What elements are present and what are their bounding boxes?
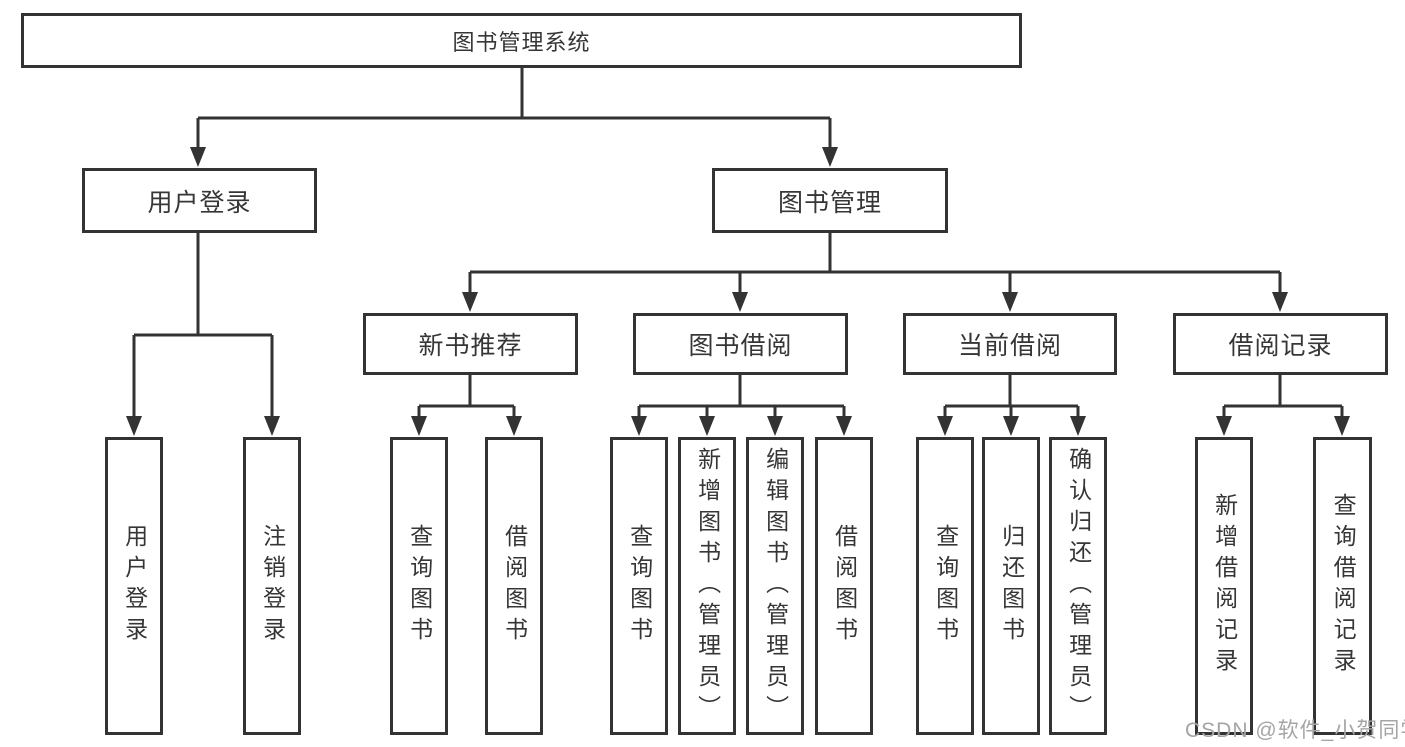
node-borrowing-records: 借阅记录	[1173, 313, 1388, 375]
connector-root-to-level2	[190, 68, 838, 167]
leaf-query-books: 查询图书	[610, 437, 668, 735]
node-label: 查询图书	[932, 524, 959, 648]
node-library-management-system: 图书管理系统	[21, 13, 1022, 68]
node-label: 用户登录	[147, 188, 252, 217]
node-label: 查询图书	[406, 524, 433, 648]
node-current-borrowing: 当前借阅	[903, 313, 1117, 375]
node-book-management: 图书管理	[712, 168, 948, 233]
leaf-add-borrow-record: 新增借阅记录	[1195, 437, 1253, 735]
node-label: 用户登录	[121, 524, 148, 648]
node-label: 图书管理	[777, 188, 882, 217]
node-label: 归还图书	[998, 524, 1025, 648]
connector-book-management-to-level3	[462, 233, 1288, 312]
leaf-return-books: 归还图书	[982, 437, 1040, 735]
node-new-book-recommendation: 新书推荐	[363, 313, 578, 375]
csdn-watermark: CSDN @软件_小贺同学	[1185, 719, 1405, 742]
node-label: 借阅图书	[831, 524, 858, 648]
node-label: 借阅图书	[501, 524, 528, 648]
node-label: 确认归还（管理员）	[1065, 446, 1092, 726]
node-book-borrowing: 图书借阅	[633, 313, 848, 375]
node-label: 图书借阅	[688, 332, 793, 360]
node-label: 查询图书	[626, 524, 653, 648]
leaf-query-books: 查询图书	[390, 437, 448, 735]
leaf-logout: 注销登录	[243, 437, 301, 735]
leaf-user-login: 用户登录	[105, 437, 163, 735]
node-label: 新增图书（管理员）	[694, 446, 721, 726]
leaf-confirm-return-admin: 确认归还（管理员）	[1049, 437, 1107, 735]
connector-new-book-recommendation-to-leaves	[411, 375, 522, 436]
node-label: 查询借阅记录	[1330, 493, 1357, 679]
leaf-borrow-books: 借阅图书	[485, 437, 543, 735]
leaf-add-book-admin: 新增图书（管理员）	[678, 437, 736, 735]
node-user-login: 用户登录	[82, 168, 317, 233]
connector-borrowing-records-to-leaves	[1216, 375, 1350, 436]
leaf-borrow-books: 借阅图书	[815, 437, 873, 735]
node-label: 新书推荐	[418, 332, 523, 360]
node-label: 编辑图书（管理员）	[762, 446, 789, 726]
leaf-edit-book-admin: 编辑图书（管理员）	[746, 437, 804, 735]
node-label: 借阅记录	[1228, 332, 1333, 360]
node-label: 注销登录	[259, 524, 286, 648]
connector-current-borrowing-to-leaves	[937, 375, 1086, 436]
leaf-query-books: 查询图书	[916, 437, 974, 735]
node-label: 图书管理系统	[452, 29, 591, 55]
leaf-query-borrow-record: 查询借阅记录	[1313, 437, 1372, 735]
node-label: 新增借阅记录	[1211, 493, 1238, 679]
node-label: 当前借阅	[957, 332, 1062, 360]
connector-user-login-to-leaves	[126, 233, 280, 436]
connector-book-borrowing-to-leaves	[631, 375, 852, 436]
